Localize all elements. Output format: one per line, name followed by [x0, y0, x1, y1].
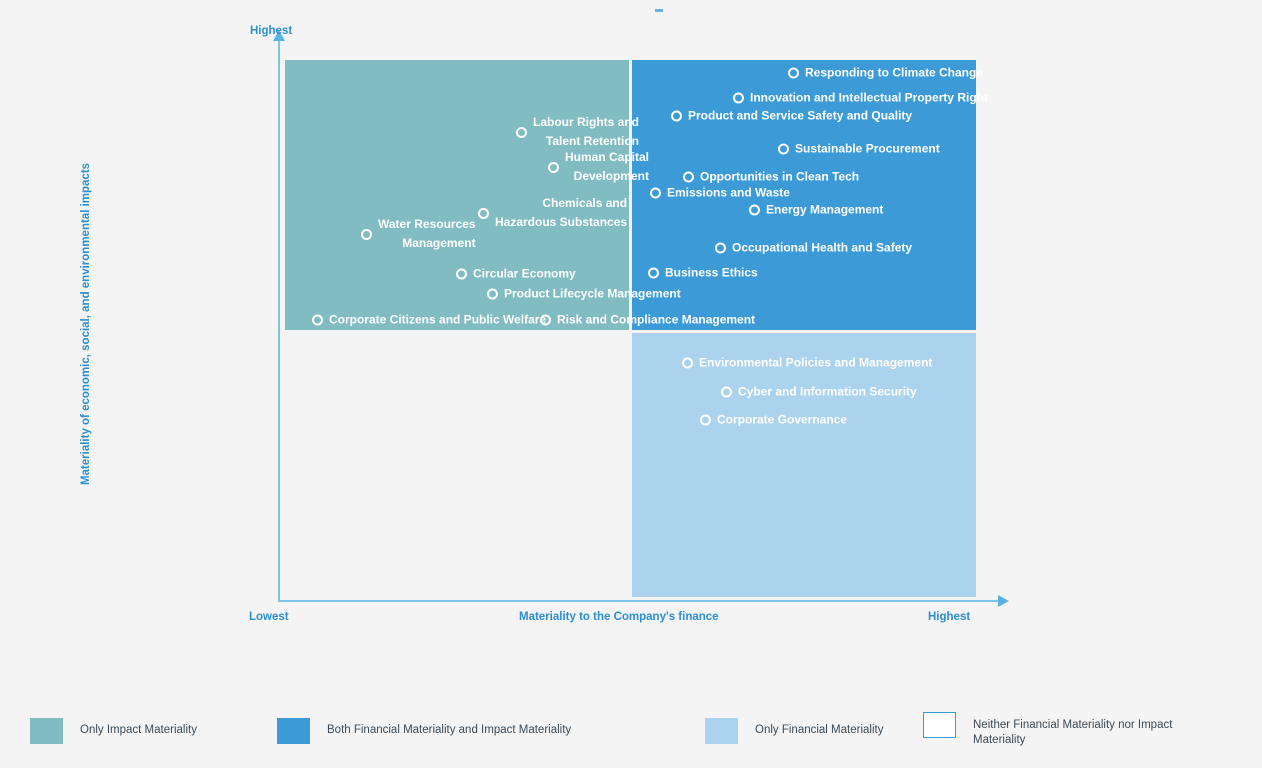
data-point[interactable]: Energy Management [749, 201, 883, 220]
x-axis-line [278, 600, 1000, 602]
y-axis-highest-label: Highest [250, 25, 293, 37]
data-point[interactable]: Sustainable Procurement [778, 140, 940, 159]
data-point[interactable]: Water Resources Management [361, 215, 476, 253]
data-point-marker-icon [788, 67, 799, 79]
data-point-marker-icon [682, 357, 693, 369]
data-point-label: Chemicals and Hazardous Substances [495, 196, 628, 229]
data-point-label: Sustainable Procurement [795, 141, 940, 156]
data-point[interactable]: Risk and Compliance Management [540, 311, 755, 330]
data-point-label: Environmental Policies and Management [699, 355, 933, 370]
data-point-marker-icon [749, 204, 760, 216]
data-point-label: Business Ethics [665, 265, 758, 280]
data-point-marker-icon [456, 268, 467, 280]
data-point-label: Responding to Climate Change [805, 65, 984, 80]
legend-item-neither[interactable]: Neither Financial Materiality nor Impact… [923, 712, 1223, 748]
data-point-label: Innovation and Intellectual Property Rig… [750, 90, 989, 105]
data-point-marker-icon [683, 171, 694, 183]
y-axis-title: Materiality of economic, social, and env… [80, 162, 92, 486]
data-point[interactable]: Opportunities in Clean Tech [683, 168, 859, 187]
data-point-label: Risk and Compliance Management [557, 312, 756, 327]
data-point-marker-icon [548, 161, 559, 173]
x-axis-highest-label: Highest [928, 611, 971, 623]
data-point-marker-icon [778, 143, 789, 155]
x-axis-lowest-label: Lowest [249, 611, 289, 623]
data-point-marker-icon [361, 228, 372, 240]
data-point[interactable]: Cyber and Information Security [721, 383, 917, 402]
both-swatch [277, 718, 310, 744]
data-point-label: Occupational Health and Safety [732, 240, 913, 255]
data-point-marker-icon [478, 207, 489, 219]
data-point-label: Corporate Citizens and Public Welfare [329, 312, 547, 327]
legend-item-financial-only[interactable]: Only Financial Materiality [705, 718, 883, 744]
data-point[interactable]: Labour Rights and Talent Retention [516, 113, 639, 151]
data-point-marker-icon [650, 187, 661, 199]
data-point-label: Labour Rights and Talent Retention [533, 115, 639, 148]
data-point[interactable]: Corporate Citizens and Public Welfare [312, 311, 546, 330]
legend-item-impact-only[interactable]: Only Impact Materiality [30, 718, 197, 744]
data-point[interactable]: Corporate Governance [700, 411, 847, 430]
data-point-label: Emissions and Waste [667, 185, 790, 200]
data-point-marker-icon [648, 267, 659, 279]
data-point-marker-icon [671, 110, 682, 122]
data-point-label: Cyber and Information Security [738, 384, 917, 399]
data-point-label: Water Resources Management [378, 217, 476, 250]
quadrant-only-financial-materiality [632, 333, 976, 597]
data-point[interactable]: Environmental Policies and Management [682, 354, 932, 373]
data-point-marker-icon [312, 314, 323, 326]
data-point[interactable]: Circular Economy [456, 265, 576, 284]
data-point-label: Human Capital Development [565, 150, 650, 183]
data-point-marker-icon [700, 414, 711, 426]
data-point-label: Opportunities in Clean Tech [700, 169, 860, 184]
data-point-label: Circular Economy [473, 266, 576, 281]
data-point-marker-icon [733, 92, 744, 104]
data-point[interactable]: Chemicals and Hazardous Substances [478, 194, 627, 232]
legend-label: Only Impact Materiality [80, 724, 197, 736]
impact-only-swatch [30, 718, 63, 744]
data-point[interactable]: Emissions and Waste [650, 184, 790, 203]
data-point[interactable]: Product Lifecycle Management [487, 285, 681, 304]
quadrant-neither-materiality [285, 333, 629, 597]
x-axis-title: Materiality to the Company's finance [519, 611, 719, 623]
data-point[interactable]: Product and Service Safety and Quality [671, 107, 912, 126]
legend: Only Impact Materiality Both Financial Ma… [0, 700, 1262, 768]
data-point-label: Product and Service Safety and Quality [688, 108, 913, 123]
data-point[interactable]: Innovation and Intellectual Property Rig… [733, 89, 988, 108]
financial-only-swatch [705, 718, 738, 744]
data-point-marker-icon [715, 242, 726, 254]
data-point-label: Corporate Governance [717, 412, 848, 427]
quadrant-only-impact-materiality [285, 60, 629, 330]
legend-item-both[interactable]: Both Financial Materiality and Impact Ma… [277, 718, 571, 744]
data-point[interactable]: Human Capital Development [548, 148, 649, 186]
legend-label: Only Financial Materiality [755, 724, 884, 736]
y-axis-arrow-icon [273, 30, 285, 41]
data-point-marker-icon [487, 288, 498, 300]
data-point-marker-icon [721, 386, 732, 398]
legend-label: Both Financial Materiality and Impact Ma… [327, 724, 572, 736]
data-point-label: Product Lifecycle Management [504, 286, 681, 301]
data-point-marker-icon [516, 126, 527, 138]
neither-swatch [923, 712, 956, 738]
x-axis-arrow-icon [998, 595, 1009, 607]
data-point[interactable]: Responding to Climate Change [788, 64, 983, 83]
data-point-marker-icon [540, 314, 551, 326]
data-point-label: Energy Management [766, 202, 884, 217]
quadrant-both-materiality [632, 60, 976, 330]
legend-label: Neither Financial Materiality nor Impact… [973, 719, 1173, 746]
data-point[interactable]: Business Ethics [648, 264, 758, 283]
y-axis-line [278, 40, 280, 602]
data-point[interactable]: Occupational Health and Safety [715, 239, 912, 258]
top-crop-artifact [655, 9, 663, 12]
